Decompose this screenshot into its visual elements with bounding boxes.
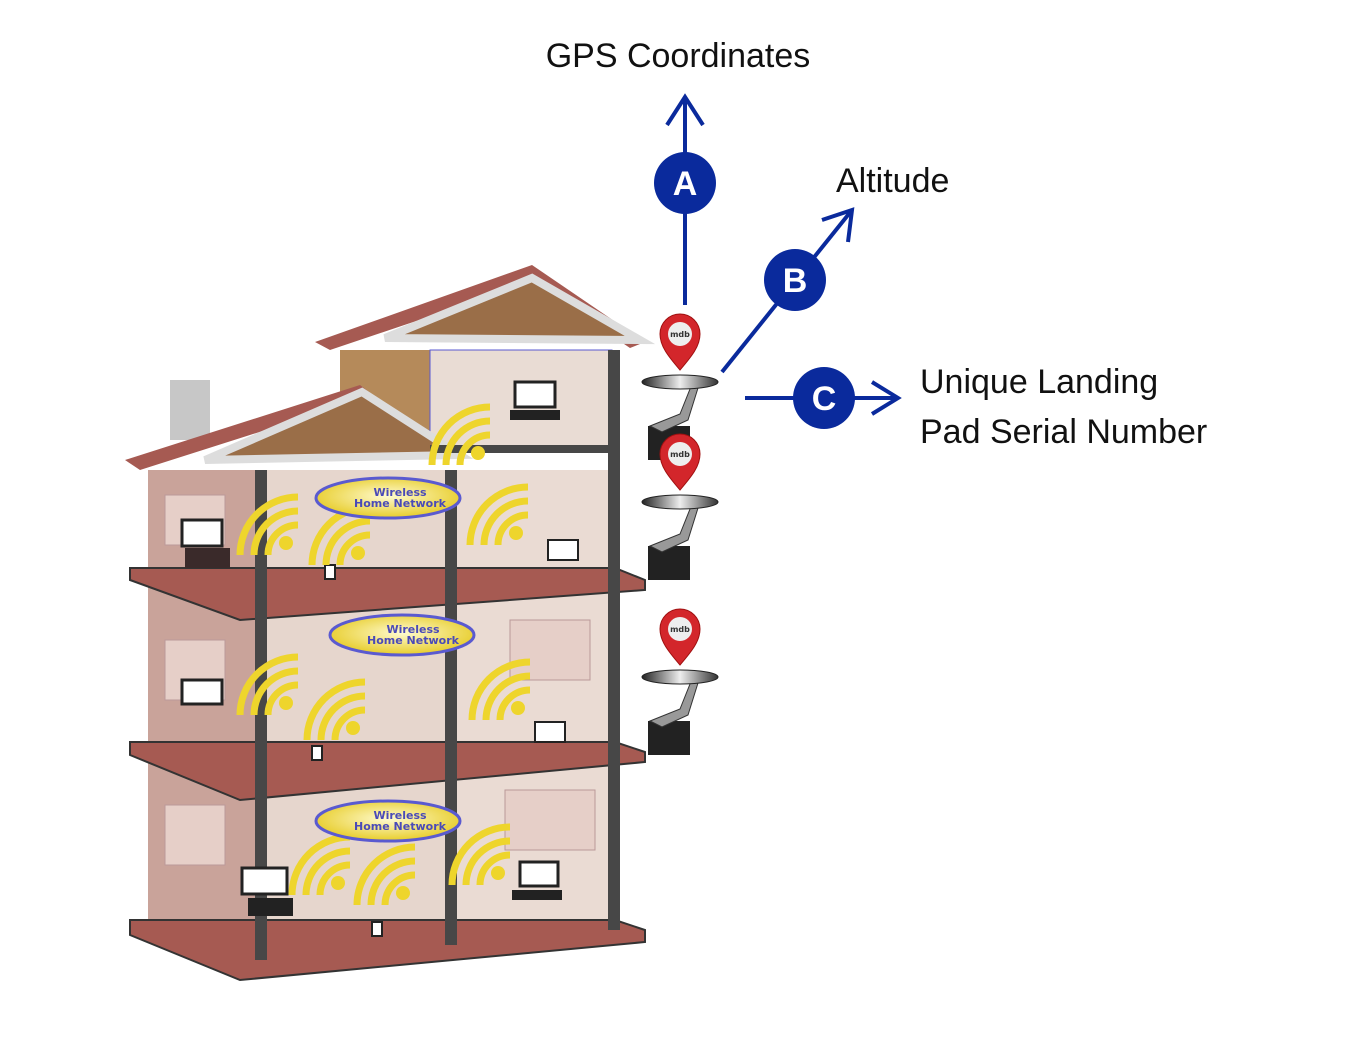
svg-text:Home Network: Home Network [354, 820, 447, 833]
svg-text:B: B [783, 262, 808, 300]
landing-pad: mdb [641, 313, 719, 461]
svg-text:Wireless: Wireless [373, 809, 427, 822]
svg-text:Wireless: Wireless [373, 486, 427, 499]
svg-text:Home Network: Home Network [367, 634, 460, 647]
svg-text:A: A [673, 165, 698, 203]
serial-label-line2: Pad Serial Number [920, 413, 1207, 451]
svg-text:mdb: mdb [670, 330, 690, 339]
svg-text:Wireless: Wireless [386, 623, 440, 636]
landing-pad: mdb [641, 433, 719, 581]
svg-text:Home Network: Home Network [354, 497, 447, 510]
altitude-label: Altitude [836, 162, 949, 200]
marker-a: A [654, 152, 716, 214]
svg-text:mdb: mdb [670, 450, 690, 459]
svg-text:mdb: mdb [670, 625, 690, 634]
marker-c: C [793, 367, 855, 429]
wireless-network-cloud: Wireless Home Network [314, 799, 462, 843]
gps-label: GPS Coordinates [546, 37, 811, 75]
wireless-network-cloud: Wireless Home Network [314, 476, 462, 520]
svg-text:C: C [812, 380, 837, 418]
serial-label-line1: Unique Landing [920, 363, 1158, 401]
marker-b: B [764, 249, 826, 311]
wireless-network-cloud: Wireless Home Network [328, 613, 476, 657]
landing-pad: mdb [641, 608, 719, 756]
